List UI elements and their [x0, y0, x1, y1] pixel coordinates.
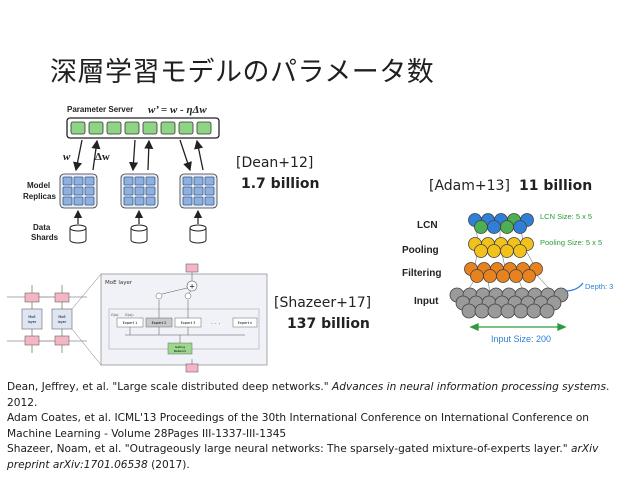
- moe-diagram: MoE layer MoE layer MoE layer + G(x) G(x…: [7, 263, 268, 373]
- data-shards: [69, 224, 207, 244]
- pooling-size-label: Pooling Size: 5 x 5: [540, 238, 602, 247]
- svg-text:layer: layer: [58, 320, 67, 324]
- parameter-server-label: Parameter Server: [67, 105, 133, 114]
- parameter-server-diagram: Parameter Server w’ = w - ηΔw w Δw: [23, 104, 220, 244]
- shards-label: Shards: [31, 233, 59, 242]
- shard-arrows: [73, 209, 203, 224]
- gx2-label: G(x)₂: [125, 313, 135, 317]
- gating-label: Gating: [175, 345, 185, 349]
- expert-1-label: Expert 1: [123, 321, 138, 325]
- input-label: Input: [414, 296, 439, 307]
- expert-3-label: Expert 3: [181, 321, 196, 325]
- adam-cite: [Adam+13]: [429, 178, 510, 194]
- filtering-layer-nodes: [464, 262, 543, 283]
- replicas-label: Replicas: [23, 192, 56, 201]
- lcn-label: LCN: [417, 220, 438, 231]
- ellipsis: . . .: [211, 319, 221, 326]
- reference-dean: Dean, Jeffrey, et al. "Large scale distr…: [7, 381, 610, 409]
- svg-text:+: +: [189, 283, 195, 291]
- svg-text:layer: layer: [28, 320, 37, 324]
- filtering-label: Filtering: [402, 268, 441, 279]
- w-label: w: [63, 151, 71, 163]
- dean-param-count: 1.7 billion: [241, 176, 320, 192]
- depth-label: Depth: 3: [585, 282, 613, 291]
- input-layer-nodes: [449, 287, 569, 319]
- reference-adam: Adam Coates, et al. ICML'13 Proceedings …: [7, 412, 590, 440]
- data-label: Data: [33, 223, 51, 232]
- moe-stack: MoE layer MoE layer: [7, 285, 87, 353]
- pooling-layer-nodes: [468, 237, 534, 258]
- moe-layer-title: MoE layer: [105, 280, 133, 286]
- model-replicas: [59, 173, 218, 209]
- pooling-label: Pooling: [402, 245, 439, 256]
- gx-label: G(x): [111, 313, 119, 317]
- network-label: Network: [174, 349, 187, 353]
- adam-param-count: 11 billion: [519, 178, 593, 194]
- moe-output-node: [185, 263, 199, 273]
- delta-w-label: Δw: [95, 151, 110, 163]
- model-label: Model: [27, 181, 50, 190]
- lcn-layer-nodes: [468, 213, 534, 234]
- page-title: 深層学習モデルのパラメータ数: [50, 57, 435, 88]
- depth-arrow: [564, 282, 584, 292]
- lcn-size-label: LCN Size: 5 x 5: [540, 212, 592, 221]
- dean-cite: [Dean+12]: [236, 155, 314, 171]
- reference-shazeer: Shazeer, Noam, et al. "Outrageously larg…: [7, 443, 599, 471]
- server-cells: [70, 121, 212, 135]
- moe-input-node: [185, 363, 199, 373]
- input-size-label: Input Size: 200: [491, 334, 551, 344]
- moe-flow-lines: [125, 272, 245, 364]
- deep-network-diagram: LCN Pooling Filtering Input LCN Size: 5 …: [402, 212, 613, 344]
- expert-2-label: Expert 2: [152, 321, 167, 325]
- input-size-arrow: [469, 323, 567, 331]
- shazeer-cite: [Shazeer+17]: [274, 295, 372, 311]
- shazeer-param-count: 137 billion: [287, 316, 370, 332]
- svg-text:MoE: MoE: [58, 315, 65, 319]
- zoom-lines: [71, 273, 102, 366]
- sync-arrows: [73, 139, 204, 172]
- svg-text:MoE: MoE: [28, 315, 35, 319]
- update-rule: w’ = w - ηΔw: [148, 104, 207, 116]
- references: Dean, Jeffrey, et al. "Large scale distr…: [7, 380, 632, 474]
- expert-n-label: Expert n: [238, 321, 253, 325]
